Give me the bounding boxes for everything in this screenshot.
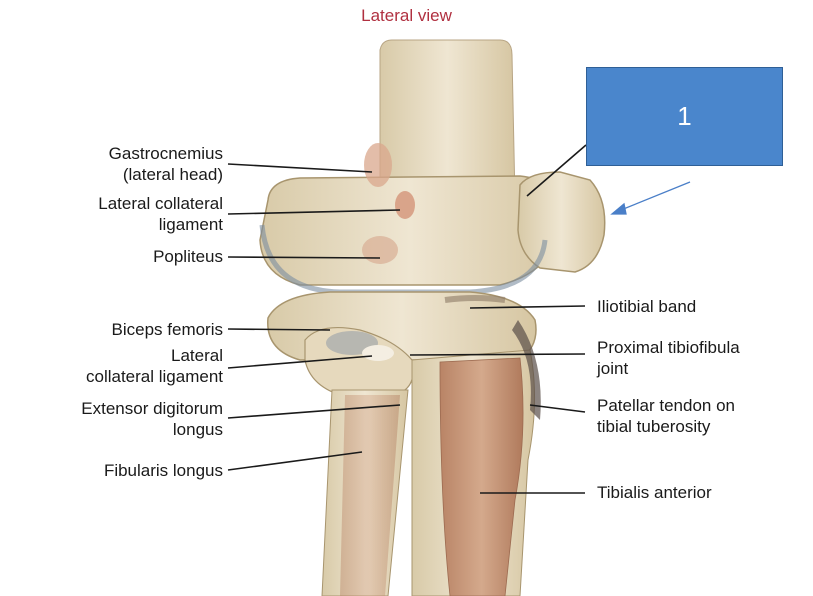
leader-callout [526, 144, 587, 197]
leader-iliotibial [469, 305, 586, 309]
leader-tibiofibular [409, 353, 586, 356]
patella [517, 171, 606, 273]
callout-box: 1 [586, 67, 783, 166]
leader-lcl-lower [227, 355, 373, 369]
leader-extensor [227, 404, 401, 419]
label-tibialis-anterior: Tibialis anterior [597, 483, 712, 502]
leader-popliteus [227, 256, 381, 259]
femur-shaft [379, 39, 516, 201]
leader-patellar [529, 404, 586, 413]
leader-biceps-femoris [227, 328, 331, 331]
label-gastrocnemius: Gastrocnemius(lateral head) [108, 144, 223, 184]
label-biceps-femoris: Biceps femoris [111, 320, 223, 339]
diagram-title: Lateral view [361, 6, 452, 25]
pointer-arrow [610, 181, 691, 215]
leader-lcl-upper [227, 209, 401, 215]
leader-fibularis [227, 451, 363, 471]
label-iliotibial-band: Iliotibial band [597, 297, 697, 316]
label-fibularis-longus: Fibularis longus [103, 461, 223, 480]
label-popliteus: Popliteus [153, 247, 223, 266]
callout-number: 1 [677, 101, 692, 131]
leader-gastrocnemius [227, 163, 373, 173]
